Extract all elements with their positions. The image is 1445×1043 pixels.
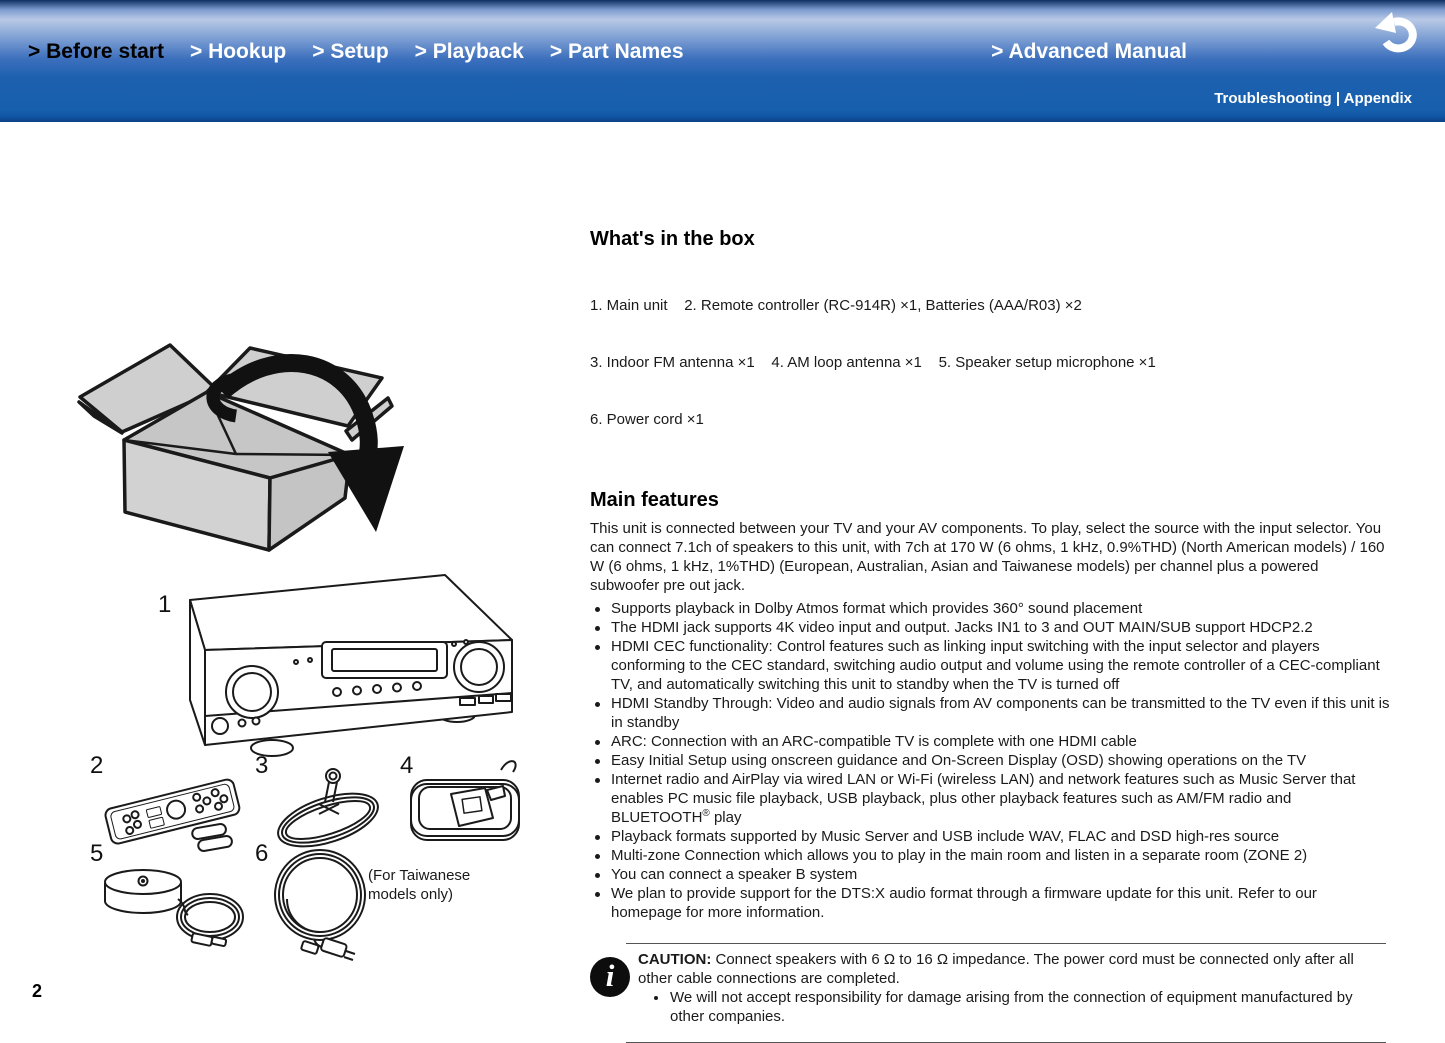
feature-item: HDMI CEC functionality: Control features… bbox=[590, 637, 1390, 694]
caution-label: CAUTION: bbox=[638, 951, 712, 968]
item-number-2: 2 bbox=[90, 752, 104, 779]
nav-setup[interactable]: > Setup bbox=[312, 40, 389, 63]
feature-item: The HDMI jack supports 4K video input an… bbox=[590, 618, 1390, 637]
feature-item: Supports playback in Dolby Atmos format … bbox=[590, 599, 1390, 618]
caution-sub-bullet: We will not accept responsibility for da… bbox=[638, 988, 1386, 1026]
fm-antenna-illustration bbox=[263, 762, 403, 852]
item-number-3: 3 bbox=[255, 752, 269, 779]
setup-microphone-illustration bbox=[88, 855, 248, 955]
feature-item: ARC: Connection with an ARC-compatible T… bbox=[590, 732, 1390, 751]
return-arrow-icon[interactable] bbox=[1373, 8, 1423, 56]
feature-item: HDMI Standby Through: Video and audio si… bbox=[590, 694, 1390, 732]
box-contents-line: 3. Indoor FM antenna ×1 4. AM loop anten… bbox=[590, 354, 1156, 371]
feature-item: Internet radio and AirPlay via wired LAN… bbox=[590, 770, 1390, 827]
info-icon: i bbox=[590, 957, 630, 997]
remote-controller-illustration bbox=[100, 766, 250, 854]
nav-part-names[interactable]: > Part Names bbox=[549, 40, 684, 63]
item-number-5: 5 bbox=[90, 840, 104, 867]
whats-in-box-title: What's in the box bbox=[590, 228, 755, 250]
feature-text: Internet radio and AirPlay via wired LAN… bbox=[611, 771, 1356, 826]
box-contents-line: 1. Main unit 2. Remote controller (RC-91… bbox=[590, 297, 1082, 314]
subnav-troubleshooting-appendix[interactable]: Troubleshooting | Appendix bbox=[1214, 90, 1412, 107]
feature-item: Easy Initial Setup using onscreen guidan… bbox=[590, 751, 1390, 770]
box-contents-line: 6. Power cord ×1 bbox=[590, 411, 704, 428]
feature-text: play bbox=[709, 809, 742, 826]
content-column: What's in the box 1. Main unit 2. Remote… bbox=[590, 228, 1390, 1043]
header-banner: > Before start > Hookup > Setup > Playba… bbox=[0, 0, 1445, 122]
nav-hookup[interactable]: > Hookup bbox=[189, 40, 287, 63]
power-cord-illustration bbox=[262, 843, 382, 961]
caution-text: CAUTION: Connect speakers with 6 Ω to 16… bbox=[638, 950, 1386, 988]
main-features-intro: This unit is connected between your TV a… bbox=[590, 520, 1385, 594]
feature-list: Supports playback in Dolby Atmos format … bbox=[590, 599, 1390, 922]
item-number-6: 6 bbox=[255, 840, 269, 867]
registered-mark: ® bbox=[702, 808, 710, 819]
item-number-4: 4 bbox=[400, 752, 414, 779]
item-number-1: 1 bbox=[158, 591, 172, 618]
open-box-illustration bbox=[70, 336, 410, 566]
top-navigation: > Before start > Hookup > Setup > Playba… bbox=[28, 40, 1305, 64]
am-loop-antenna-illustration bbox=[405, 750, 530, 850]
feature-item: We plan to provide support for the DTS:X… bbox=[590, 884, 1390, 922]
nav-playback[interactable]: > Playback bbox=[414, 40, 524, 63]
feature-item: You can connect a speaker B system bbox=[590, 865, 1390, 884]
main-unit-illustration bbox=[182, 572, 527, 762]
page-number: 2 bbox=[32, 981, 43, 1001]
main-features-title: Main features bbox=[590, 489, 719, 511]
caution-box: i CAUTION: Connect speakers with 6 Ω to … bbox=[590, 943, 1386, 1043]
nav-advanced-manual[interactable]: > Advanced Manual bbox=[991, 40, 1187, 63]
feature-item: Multi-zone Connection which allows you t… bbox=[590, 846, 1390, 865]
caution-body: Connect speakers with 6 Ω to 16 Ω impeda… bbox=[638, 951, 1354, 987]
nav-before-start[interactable]: > Before start bbox=[28, 40, 164, 63]
feature-item: Playback formats supported by Music Serv… bbox=[590, 827, 1390, 846]
taiwan-note: (For Taiwanese models only) bbox=[368, 867, 471, 903]
